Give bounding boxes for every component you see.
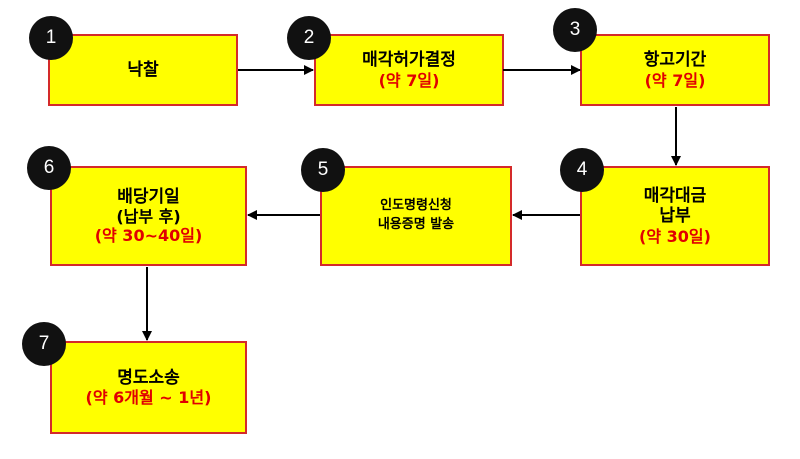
- step-4-duration: (약 30일): [639, 226, 711, 246]
- step-6-label-line1: 배당기일: [117, 186, 180, 207]
- step-4-box: 매각대금 납부 (약 30일): [580, 166, 770, 266]
- step-5-badge: 5: [301, 148, 345, 192]
- step-5-label-line2: 내용증명 발송: [377, 217, 455, 232]
- step-5-label-line1: 인도명령신청: [380, 198, 452, 214]
- step-1-label: 낙찰: [127, 59, 159, 80]
- step-2-duration: (약 7일): [378, 70, 440, 90]
- step-6-label-line2: (납부 후): [116, 207, 181, 226]
- step-2-badge: 2: [287, 16, 331, 60]
- step-3-badge: 3: [553, 8, 597, 52]
- step-4-badge: 4: [560, 148, 604, 192]
- step-2-box: 매각허가결정 (약 7일): [314, 34, 504, 106]
- step-1-box: 낙찰: [48, 34, 238, 106]
- step-3-label: 항고기간: [643, 50, 707, 71]
- step-4-label-line1: 매각대금: [643, 186, 707, 207]
- step-4-label-line2: 납부: [659, 206, 691, 227]
- step-7-duration: (약 6개월 ~ 1년): [85, 388, 212, 408]
- step-7-label: 명도소송: [117, 367, 180, 388]
- step-1-badge: 1: [29, 16, 73, 60]
- step-3-box: 항고기간 (약 7일): [580, 34, 770, 106]
- step-6-duration: (약 30~40일): [94, 226, 203, 246]
- step-7-box: 명도소송 (약 6개월 ~ 1년): [50, 341, 247, 434]
- step-6-box: 배당기일 (납부 후) (약 30~40일): [50, 166, 247, 266]
- step-2-label: 매각허가결정: [362, 50, 456, 71]
- step-6-badge: 6: [27, 146, 71, 190]
- step-5-box: 인도명령신청 내용증명 발송: [320, 166, 512, 266]
- step-3-duration: (약 7일): [644, 70, 706, 90]
- step-7-badge: 7: [22, 322, 66, 366]
